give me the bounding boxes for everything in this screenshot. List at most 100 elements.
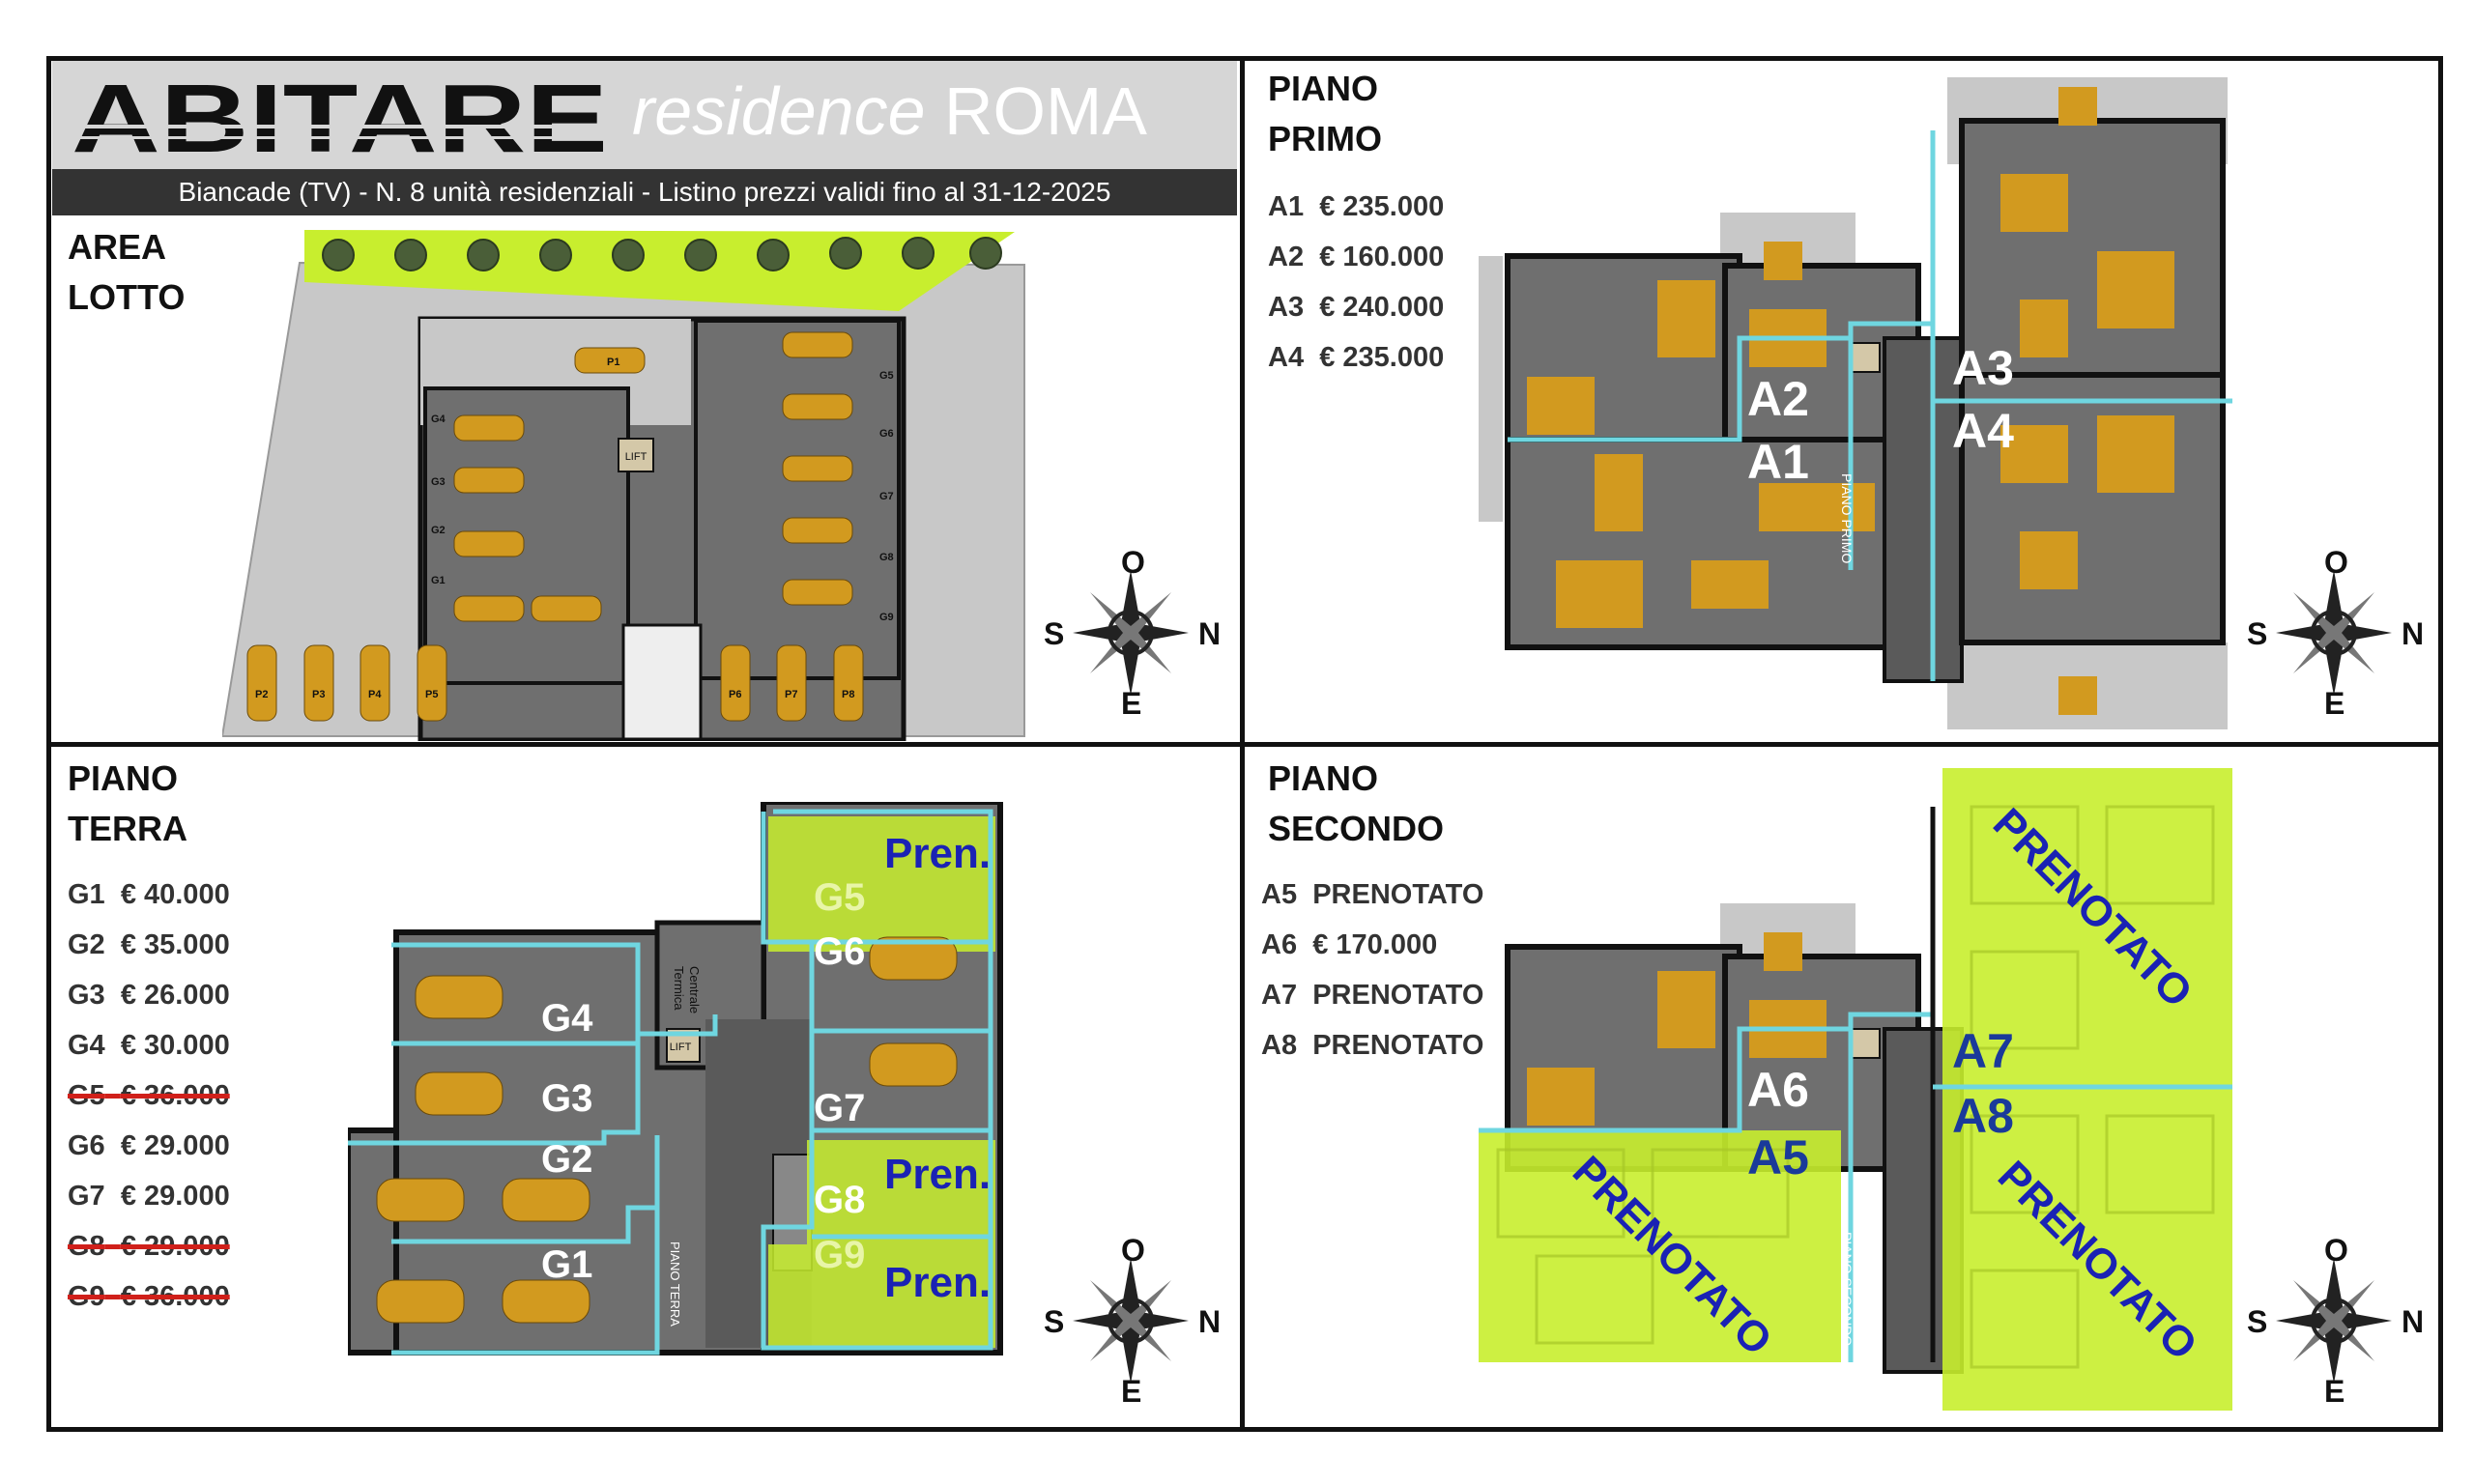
compass-east-label: E: [2324, 686, 2345, 721]
compass-north-label: N: [1198, 1304, 1222, 1339]
price-item-a5: A5 PRENOTATO: [1261, 879, 1484, 910]
unit-labels-secondo: A6 A5 A7 A8: [1747, 1024, 2014, 1184]
subtitle: residence ROMA: [632, 71, 1147, 152]
piano-primo-price-list: A1 € 235.000 A2 € 160.000 A3 € 240.000 A…: [1268, 182, 1444, 383]
unit-a6-label: A6: [1747, 1063, 1809, 1117]
compass-east-label: E: [1121, 686, 1142, 721]
logo-text: ABITARE: [72, 69, 608, 159]
lift-label: LIFT: [625, 451, 647, 463]
price-item-a2: A2 € 160.000: [1268, 242, 1445, 272]
stair-label-secondo: PIANO SECONDO: [1839, 1232, 1855, 1346]
piano-secondo-title: PIANO SECONDO: [1268, 754, 1444, 854]
unit-a8-label: A8: [1952, 1089, 2014, 1143]
piano-terra-title: PIANO TERRA: [68, 754, 187, 854]
price-item-g9-sold: G9 € 36.000: [68, 1281, 230, 1312]
info-bar: Biancade (TV) - N. 8 unità residenziali …: [52, 169, 1237, 215]
piano-terra-title-1: PIANO: [68, 758, 179, 798]
price-item-a4: A4 € 235.000: [1268, 342, 1445, 373]
compass-west-label: O: [1121, 1233, 1145, 1268]
compass-north-label: N: [2402, 616, 2425, 651]
svg-text:P3: P3: [312, 689, 325, 700]
unit-labels-primo: A2 A1 A3 A4: [1747, 341, 2014, 489]
price-item-a3: A3 € 240.000: [1268, 292, 1445, 323]
subtitle-city: ROMA: [943, 73, 1147, 149]
compass-west-label: O: [2324, 1233, 2348, 1268]
unit-g6-label: G6: [814, 930, 865, 973]
compass-west-label: O: [2324, 545, 2348, 580]
unit-g4-label: G4: [541, 997, 593, 1040]
piano-primo-title-2: PRIMO: [1268, 119, 1383, 158]
unit-g3-label: G3: [541, 1077, 592, 1120]
price-item-g6: G6 € 29.000: [68, 1130, 230, 1161]
reserved-labels-terra: Pren. Pren. Pren.: [884, 830, 991, 1306]
unit-a4-label: A4: [1952, 404, 2014, 458]
cars-terra: [376, 936, 958, 1324]
piano-terra-title-2: TERRA: [68, 809, 187, 848]
svg-text:G4: G4: [431, 414, 446, 425]
compass-south-label: S: [2247, 1304, 2268, 1339]
reserved-g8: Pren.: [884, 1151, 991, 1198]
svg-text:P2: P2: [255, 689, 268, 700]
svg-text:P4: P4: [368, 689, 382, 700]
subtitle-residence: residence: [632, 73, 926, 149]
svg-text:G7: G7: [879, 491, 894, 502]
piano-terra-plan: LIFT Centrale Termica PIANO TERRA G4 G3 …: [348, 802, 1003, 1356]
compass-south-label: S: [1044, 1304, 1065, 1339]
unit-a7-label: A7: [1952, 1024, 2014, 1078]
compass-area-lotto: O S N E: [1034, 545, 1227, 721]
price-item-g7: G7 € 29.000: [68, 1181, 230, 1212]
stair-label-terra: PIANO TERRA: [668, 1241, 682, 1327]
compass-north-label: N: [1198, 616, 1222, 651]
svg-text:G5: G5: [879, 370, 894, 382]
compass-south-label: S: [1044, 616, 1065, 651]
svg-text:G9: G9: [879, 612, 894, 623]
area-lotto-title-2: LOTTO: [68, 277, 186, 317]
svg-text:G1: G1: [431, 575, 446, 586]
compass-rose-icon: [1073, 1258, 1189, 1384]
reserved-g9: Pren.: [884, 1259, 991, 1306]
unit-g5-label: G5: [814, 876, 865, 919]
unit-g8-label: G8: [814, 1179, 865, 1221]
svg-text:P7: P7: [785, 689, 797, 700]
unit-g7-label: G7: [814, 1087, 865, 1129]
unit-a1-label: A1: [1747, 435, 1809, 489]
lift-box: [618, 438, 654, 472]
compass-east-label: E: [2324, 1374, 2345, 1409]
compass-rose-icon: [2276, 570, 2392, 696]
compass-piano-secondo: O S N E: [2237, 1233, 2431, 1409]
svg-text:G3: G3: [431, 476, 446, 488]
boiler-label-1: Centrale: [687, 966, 702, 1013]
header-banner: ABITARE residence ROMA: [52, 61, 1237, 169]
price-item-g2: G2 € 35.000: [68, 929, 230, 960]
price-item-g3: G3 € 26.000: [68, 980, 230, 1011]
piano-secondo-price-list: A5 PRENOTATO A6 € 170.000 A7 PRENOTATO A…: [1261, 870, 1483, 1070]
horizontal-divider: [46, 742, 2443, 747]
compass-west-label: O: [1121, 545, 1145, 580]
piano-secondo-title-1: PIANO: [1268, 758, 1379, 798]
compass-east-label: E: [1121, 1374, 1142, 1409]
compass-rose-icon: [1073, 570, 1189, 696]
boiler-label-2: Termica: [672, 966, 686, 1011]
reserved-zone-a5: [1479, 1130, 1841, 1362]
piano-primo-title: PIANO PRIMO: [1268, 64, 1382, 164]
unit-labels-terra: G4 G3 G2 G1 G5 G6 G7 G8 G9: [541, 876, 865, 1286]
furniture-primo: [1527, 87, 2174, 715]
area-lotto-title-1: AREA: [68, 227, 167, 267]
lift-label-terra: LIFT: [670, 1042, 692, 1053]
unit-a3-label: A3: [1952, 341, 2014, 395]
reserved-g5: Pren.: [884, 830, 991, 877]
svg-text:P1: P1: [607, 357, 619, 368]
area-lotto-title: AREA LOTTO: [68, 222, 185, 323]
tree-row: [322, 237, 1002, 271]
price-item-a8: A8 PRENOTATO: [1261, 1030, 1484, 1061]
price-item-a1: A1 € 235.000: [1268, 191, 1445, 222]
compass-rose-icon: [2276, 1258, 2392, 1384]
ramp: [621, 623, 703, 741]
svg-text:G2: G2: [431, 525, 446, 536]
price-item-g8-sold: G8 € 29.000: [68, 1231, 230, 1262]
compass-piano-primo: O S N E: [2237, 545, 2431, 721]
price-item-a7: A7 PRENOTATO: [1261, 980, 1484, 1011]
piano-primo-plan: PIANO PRIMO A2 A1 A3 A4: [1479, 77, 2232, 729]
compass-north-label: N: [2402, 1304, 2425, 1339]
price-item-g5-sold: G5 € 36.000: [68, 1080, 230, 1111]
